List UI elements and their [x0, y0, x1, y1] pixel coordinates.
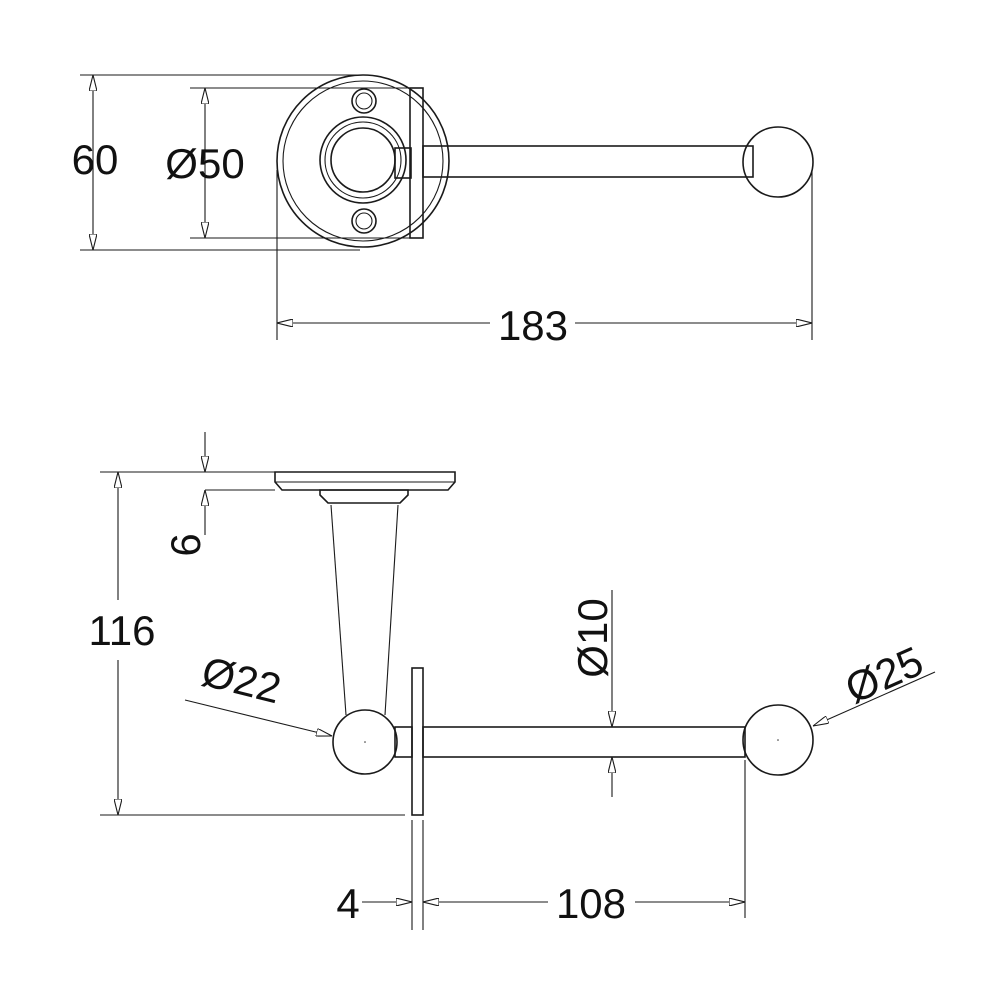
post-left-edge [330, 504, 347, 716]
dim-108: 108 [556, 880, 626, 927]
back-plate-side [411, 667, 424, 816]
mount-plate [274, 471, 456, 491]
dim-diameter-10: Ø10 [569, 598, 616, 677]
ring-outer [319, 116, 407, 204]
end-ball-side [742, 704, 814, 776]
dim-183: 183 [498, 302, 568, 349]
dim-116: 116 [89, 607, 156, 654]
dim-60: 60 [72, 136, 119, 183]
collar [319, 489, 409, 504]
screw-hole-top [351, 88, 377, 114]
dim-6: 6 [162, 533, 209, 556]
dim-4: 4 [336, 880, 359, 927]
top-view: 60 Ø50 183 [72, 74, 814, 349]
post-right-edge [384, 504, 399, 716]
ring-inner [330, 127, 396, 193]
flange-inner [282, 80, 444, 242]
bar-side [422, 726, 746, 758]
side-view: 116 6 Ø22 Ø10 Ø25 4 108 [89, 432, 936, 930]
bar [422, 145, 754, 178]
end-ball [742, 126, 814, 198]
ring-mid [324, 121, 402, 199]
knob [332, 709, 398, 775]
dim-diameter-22: Ø22 [197, 648, 285, 713]
dim-diameter-50: Ø50 [165, 140, 244, 187]
flange-outer [276, 74, 450, 248]
dim-diameter-25: Ø25 [838, 637, 930, 712]
bar-block [394, 147, 412, 179]
screw-hole-bottom [351, 208, 377, 234]
